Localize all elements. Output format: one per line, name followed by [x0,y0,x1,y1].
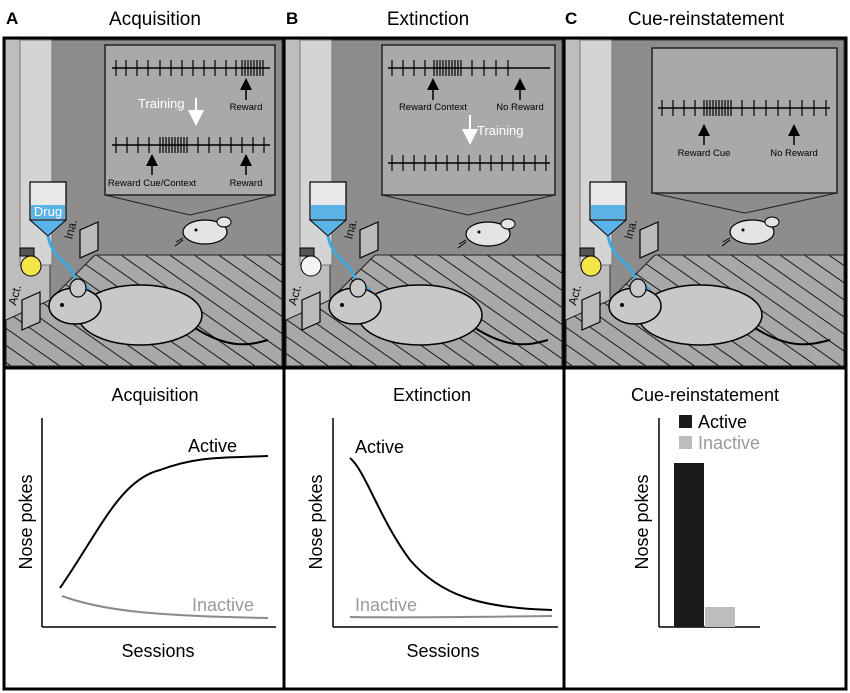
graph-title-b: Extinction [393,385,471,405]
series-label-active-a: Active [188,436,237,456]
bar-active [674,463,704,627]
panel-letter-a: A [6,9,18,28]
y-axis-label-c: Nose pokes [632,474,652,569]
series-label-inactive-b: Inactive [355,595,417,615]
legend-label-inactive: Inactive [698,433,760,453]
label-reward-cue-context-a: Reward Cue/Context [108,178,197,189]
legend-swatch-inactive [679,436,692,449]
y-axis-label-a: Nose pokes [16,474,36,569]
graph-title-a: Acquisition [111,385,198,405]
graph-title-c: Cue-reinstatement [631,385,779,405]
legend-swatch-active [679,415,692,428]
x-axis-label-a: Sessions [121,641,194,661]
label-reward-cue-c: Reward Cue [678,148,731,159]
panel-title-extinction: Extinction [387,9,469,30]
legend-label-active: Active [698,412,747,432]
chamber-b: Reward Context No Reward Training [284,38,564,368]
bar-inactive [705,607,735,627]
label-reward-bottom-a: Reward [230,178,263,189]
series-label-active-b: Active [355,437,404,457]
label-reward-top-a: Reward [230,102,263,113]
label-no-reward-b: No Reward [496,102,544,113]
panel-letter-c: C [565,9,577,28]
x-axis-label-b: Sessions [406,641,479,661]
series-label-inactive-a: Inactive [192,595,254,615]
panel-title-acquisition: Acquisition [109,9,201,30]
label-training-b: Training [477,123,523,138]
label-drug: Drug [34,204,62,219]
chamber-c: Reward Cue No Reward Ina. Act. [564,38,846,368]
panel-letter-b: B [286,9,298,28]
label-training-a: Training [138,96,184,111]
y-axis-label-b: Nose pokes [306,474,326,569]
chamber-a: Reward Training Reward Cue/Context Rewar… [4,38,284,368]
label-no-reward-c: No Reward [770,148,818,159]
label-reward-context-b: Reward Context [399,102,467,113]
panel-title-cue-reinstatement: Cue-reinstatement [628,9,785,30]
